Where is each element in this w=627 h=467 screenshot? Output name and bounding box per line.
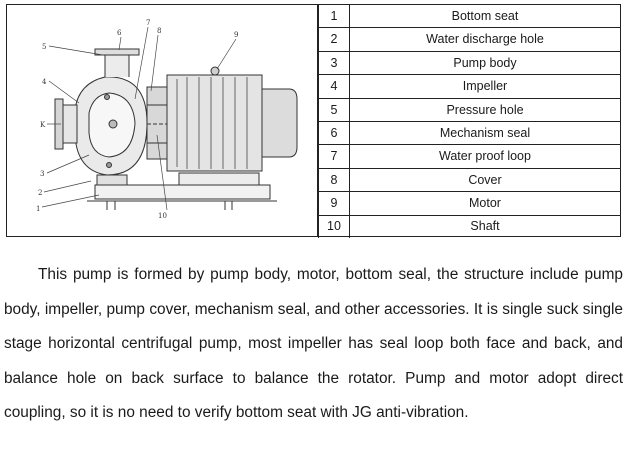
callout-1: 1 bbox=[36, 205, 40, 213]
part-name: Mechanism seal bbox=[349, 120, 620, 146]
part-number: 8 bbox=[318, 167, 350, 193]
callout-8: 8 bbox=[157, 27, 161, 35]
part-name: Water discharge hole bbox=[349, 27, 620, 52]
part-number: 1 bbox=[318, 5, 350, 29]
part-number: 9 bbox=[318, 191, 350, 216]
callout-6: 6 bbox=[117, 29, 122, 37]
part-name: Pump body bbox=[349, 50, 620, 76]
part-number: 6 bbox=[318, 120, 350, 146]
part-number: 4 bbox=[318, 74, 350, 99]
part-number: 10 bbox=[318, 214, 350, 238]
callout-5: 5 bbox=[42, 43, 46, 51]
part-number: 7 bbox=[318, 144, 350, 169]
part-name: Water proof loop bbox=[349, 144, 620, 169]
part-name: Shaft bbox=[349, 214, 620, 238]
part-number: 5 bbox=[318, 97, 350, 122]
part-name: Pressure hole bbox=[349, 97, 620, 122]
pump-diagram: 1 2 3 4 5 6 7 8 9 10 K bbox=[7, 5, 318, 236]
callout-k: K bbox=[40, 121, 46, 129]
callout-9: 9 bbox=[234, 31, 238, 39]
part-number: 3 bbox=[318, 50, 350, 76]
callout-2: 2 bbox=[38, 189, 42, 197]
callout-7: 7 bbox=[146, 19, 150, 27]
callout-10: 10 bbox=[158, 212, 167, 220]
callout-3: 3 bbox=[40, 170, 44, 178]
part-name: Cover bbox=[349, 167, 620, 193]
callout-4: 4 bbox=[42, 78, 47, 86]
part-name: Bottom seat bbox=[349, 5, 620, 29]
part-number: 2 bbox=[318, 27, 350, 52]
pump-cross-section-drawing: 1 2 3 4 5 6 7 8 9 10 K bbox=[36, 19, 298, 220]
part-name: Impeller bbox=[349, 74, 620, 99]
description-paragraph: This pump is formed by pump body, motor,… bbox=[4, 266, 623, 422]
part-name: Motor bbox=[349, 191, 620, 216]
